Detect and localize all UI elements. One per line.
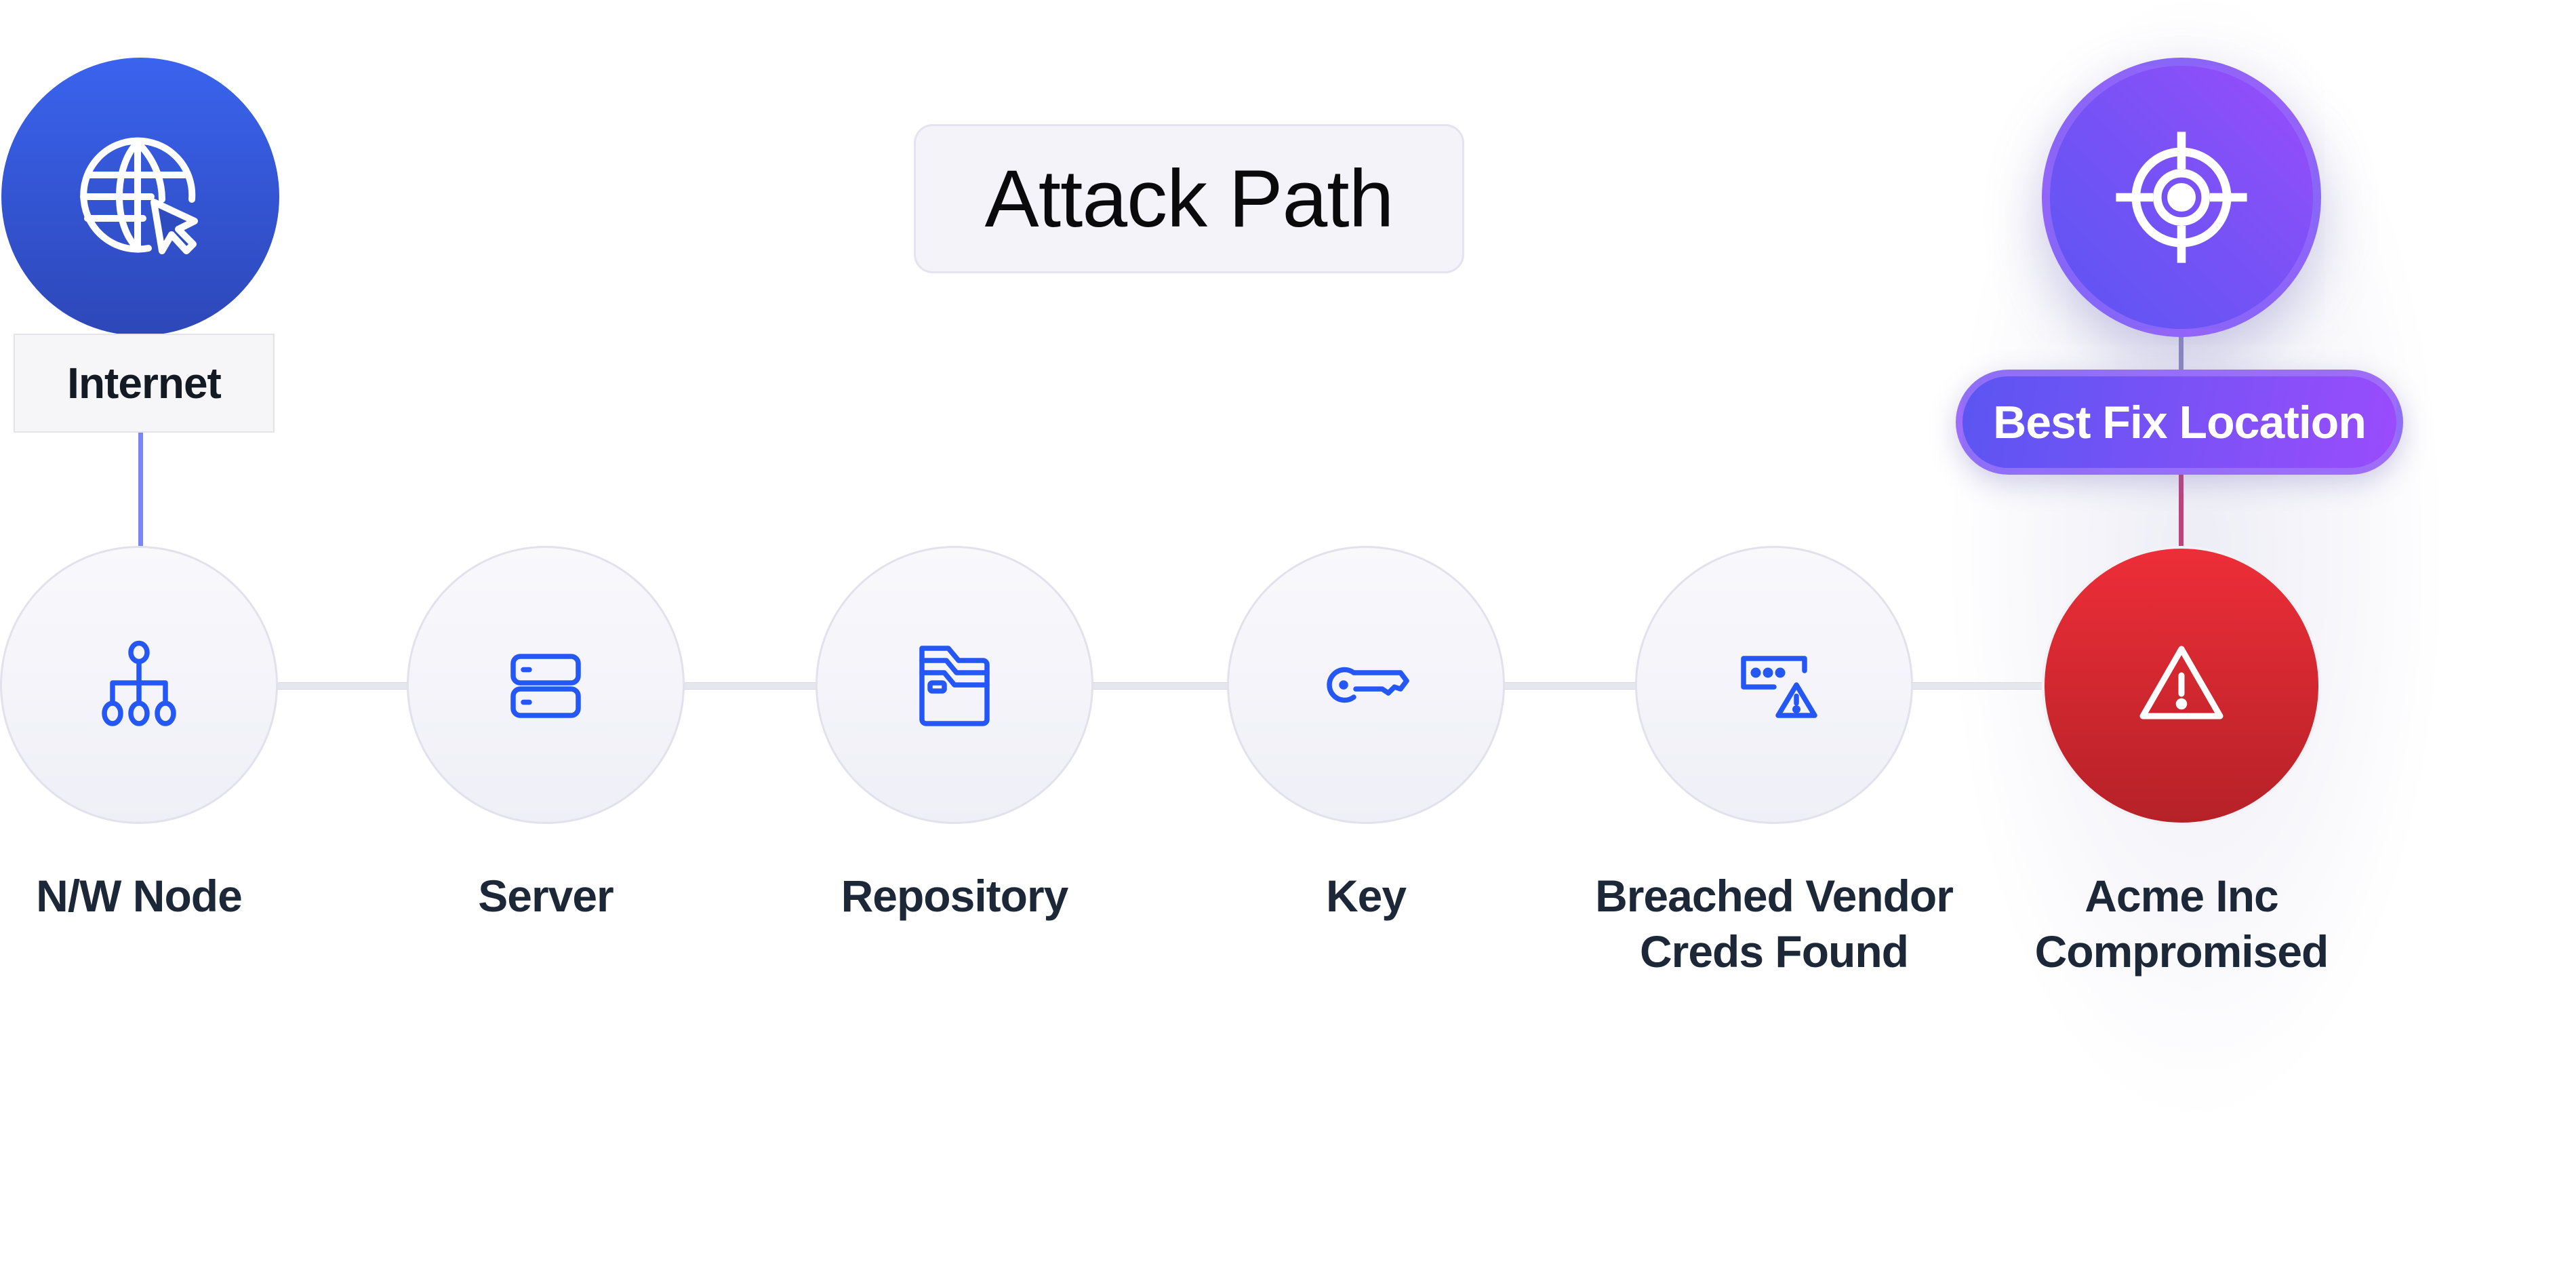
node-label: N/W Node (0, 868, 349, 924)
node-label-line1: Acme Inc (2085, 871, 2278, 921)
internet-node[interactable] (1, 58, 279, 336)
fix-connector (2179, 473, 2183, 548)
connector (685, 682, 819, 690)
password-warning-icon (1741, 656, 1817, 718)
node-label: Acme Inc Compromised (1971, 868, 2392, 979)
node-label-line1: Breached Vendor (1595, 871, 1954, 921)
network-hierarchy-icon (102, 640, 176, 726)
node-label: Repository (744, 868, 1165, 924)
internet-label: Internet (14, 334, 275, 433)
connector (1504, 682, 1639, 690)
node-label: Breached Vendor Creds Found (1564, 868, 1984, 979)
path-node-repository[interactable] (816, 546, 1093, 824)
node-label-line2: Compromised (2034, 926, 2329, 977)
path-node-server[interactable] (407, 546, 685, 824)
folder-icon (919, 646, 990, 726)
server-stack-icon (510, 654, 581, 718)
internet-connector (138, 433, 143, 548)
target-connector (2179, 335, 2183, 372)
node-label: Server (336, 868, 756, 924)
path-node-breached-vendor[interactable] (1635, 546, 1913, 824)
node-label-line2: Creds Found (1640, 926, 1909, 977)
connector (278, 682, 410, 690)
node-label-line1: Server (478, 871, 614, 921)
connector (1912, 682, 2045, 690)
path-node-nw-node[interactable] (0, 546, 278, 824)
path-node-acme-compromised[interactable] (2042, 546, 2321, 825)
node-label-line1: Key (1325, 871, 1407, 921)
warning-triangle-icon (2139, 646, 2223, 720)
target-node[interactable] (2042, 58, 2321, 337)
node-label: Key (1156, 868, 1576, 924)
node-label-line1: Repository (841, 871, 1069, 921)
key-icon (1327, 667, 1409, 703)
page-title: Attack Path (914, 124, 1464, 273)
node-label-line1: N/W Node (36, 871, 243, 921)
connector (1093, 682, 1228, 690)
best-fix-location-badge[interactable]: Best Fix Location (1956, 370, 2403, 475)
crosshair-target-icon (2116, 132, 2247, 263)
path-node-key[interactable] (1227, 546, 1505, 824)
globe-cursor-icon (80, 137, 198, 254)
